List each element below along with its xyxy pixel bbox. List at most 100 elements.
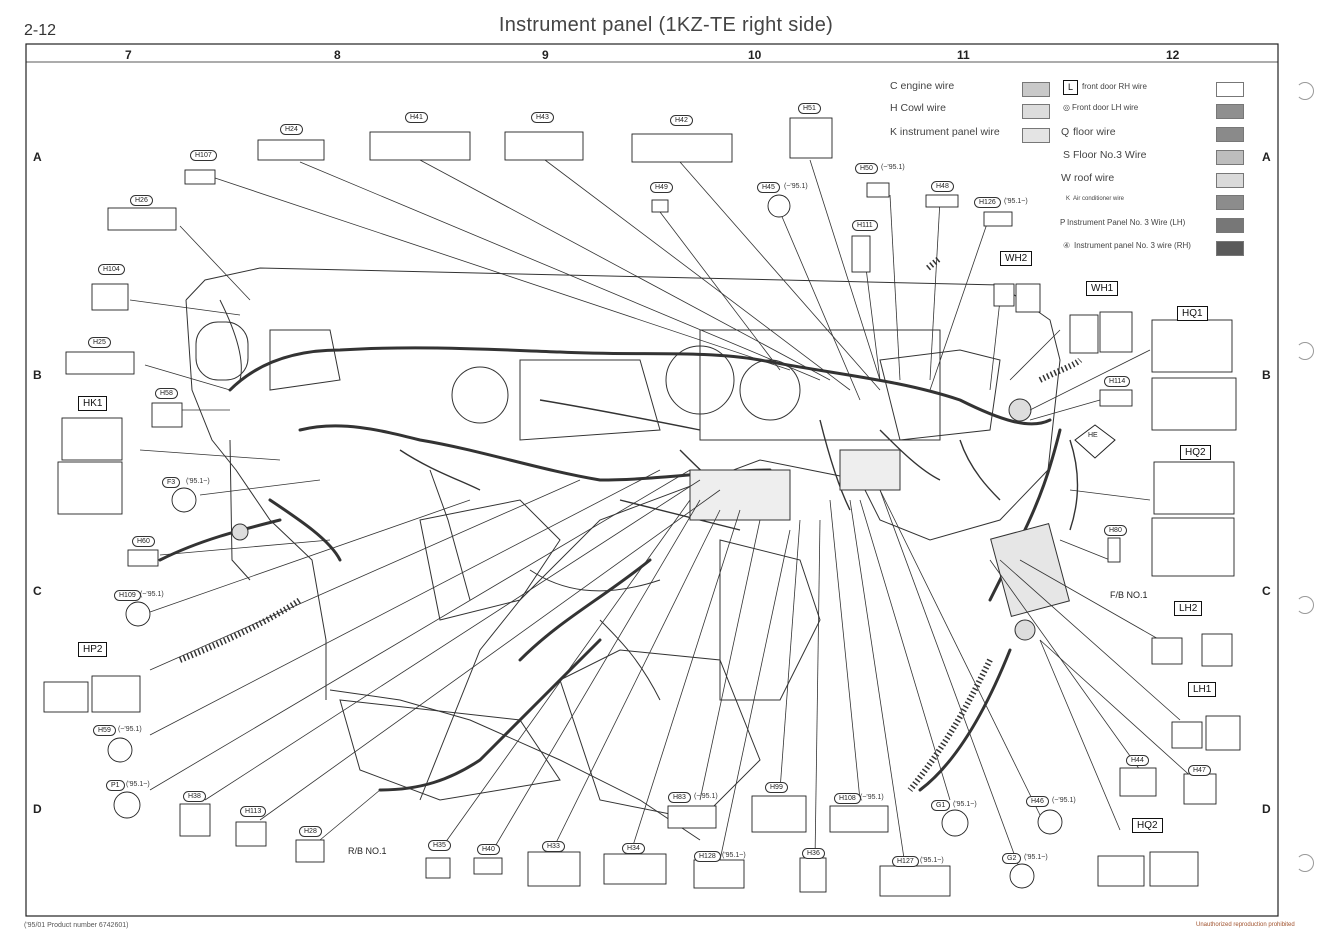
row-label: B	[1262, 368, 1271, 382]
connector-label-h28: H28	[299, 826, 322, 837]
binder-hole	[1296, 596, 1314, 614]
relay-cluster	[839, 449, 901, 491]
connector-note: (~'95.1)	[881, 164, 905, 171]
legend-label: H Cowl wire	[890, 102, 947, 114]
column-label: 10	[748, 48, 762, 62]
connector-note: ('95.1~)	[186, 478, 210, 485]
legend-label: Front door LH wire	[1072, 103, 1139, 112]
binder-hole	[1296, 854, 1314, 872]
connector-label-lh1: LH1	[1188, 682, 1217, 697]
legend-label: front door RH wire	[1082, 82, 1147, 91]
legend-prefix: W	[1061, 172, 1071, 184]
connector-label-h80: H80	[1104, 525, 1127, 536]
column-label: 12	[1166, 48, 1180, 62]
legend-label: Floor No.3 Wire	[1073, 149, 1147, 161]
legend-swatch	[1216, 104, 1244, 119]
connector-label-h42: H42	[670, 115, 693, 126]
legend-label: Instrument Panel No. 3 Wire (LH)	[1067, 218, 1186, 227]
legend-prefix: P	[1060, 218, 1066, 227]
connector-label-h83: H83	[668, 792, 691, 803]
grommet	[231, 523, 249, 541]
connector-label-h128: H128	[694, 851, 721, 862]
connector-label-h46: H46	[1026, 796, 1049, 807]
fuse-block-label: F/B NO.1	[1110, 590, 1148, 600]
connector-label-wh1: WH1	[1086, 281, 1119, 296]
he-marker	[1074, 424, 1116, 459]
connector-label-h48: H48	[931, 181, 954, 192]
connector-label-h113: H113	[240, 806, 267, 817]
footer-product-number: ('95/01 Product number 6742601)	[24, 922, 129, 929]
connector-label-hq2-lower: HQ2	[1132, 818, 1163, 833]
column-label: 7	[125, 48, 132, 62]
connector-label-h114: H114	[1104, 376, 1131, 387]
legend-swatch	[1216, 127, 1244, 142]
column-label: 8	[334, 48, 341, 62]
legend-prefix: S	[1063, 149, 1071, 161]
row-label: C	[33, 584, 42, 598]
he-marker-label: HE	[1088, 432, 1098, 439]
row-label: A	[33, 150, 42, 164]
legend-swatch	[1216, 82, 1244, 97]
legend-prefix: L	[1063, 80, 1079, 95]
connector-note: ('95.1~)	[722, 852, 746, 859]
connector-label-h49: H49	[650, 182, 673, 193]
connector-label-wh2: WH2	[1000, 251, 1033, 266]
connector-label-h35: H35	[428, 840, 451, 851]
connector-note: ('95.1~)	[953, 801, 977, 808]
legend-swatch	[1216, 173, 1244, 188]
connector-label-h60: H60	[132, 536, 155, 547]
legend-label: Air conditioner wire	[1073, 196, 1125, 202]
relay-block-label: R/B NO.1	[348, 846, 387, 856]
legend-swatch	[1022, 82, 1050, 97]
connector-label-h34: H34	[622, 843, 645, 854]
legend-swatch	[1216, 195, 1244, 210]
connector-note: (~'95.1)	[140, 591, 164, 598]
row-label: A	[1262, 150, 1271, 164]
row-label: D	[33, 802, 42, 816]
legend-label: K instrument panel wire	[890, 126, 1000, 138]
binder-hole	[1296, 82, 1314, 100]
connector-label-hp2: HP2	[78, 642, 108, 657]
legend-label: C engine wire	[890, 80, 955, 92]
legend-prefix: K	[1066, 196, 1071, 202]
connector-note: (~'95.1)	[1052, 797, 1076, 804]
connector-note: (~'95.1)	[860, 794, 884, 801]
connector-label-h59: H59	[93, 725, 116, 736]
connector-label-h109: H109	[114, 590, 141, 601]
connector-label-h45: H45	[757, 182, 780, 193]
legend-label: roof wire	[1074, 172, 1115, 184]
connector-label-h25: H25	[88, 337, 111, 348]
binder-hole	[1296, 342, 1314, 360]
connector-label-h51: H51	[798, 103, 821, 114]
legend-prefix: ④	[1063, 241, 1071, 250]
connector-label-h47: H47	[1188, 765, 1211, 776]
legend-swatch	[1216, 241, 1244, 256]
connector-label-h40: H40	[477, 844, 500, 855]
connector-label-h107: H107	[190, 150, 217, 161]
page-number: 2-12	[24, 22, 57, 39]
leader-lines	[129, 159, 1196, 871]
connector-label-g2: G2	[1002, 853, 1022, 864]
connector-label-h58: H58	[155, 388, 178, 399]
grommet	[1008, 398, 1032, 422]
connector-label-h33: H33	[542, 841, 565, 852]
connector-label-h126: H126	[974, 197, 1001, 208]
diagram-frame	[25, 43, 1279, 917]
connector-label-h104: H104	[98, 264, 125, 275]
footer-notice: Unauthorized reproduction prohibited	[1196, 922, 1295, 928]
connector-label-g1: G1	[931, 800, 951, 811]
connector-label-h108: H108	[834, 793, 861, 804]
connector-label-h111: H111	[852, 220, 878, 231]
row-label: C	[1262, 584, 1271, 598]
connector-label-h24: H24	[280, 124, 303, 135]
connector-label-lh2: LH2	[1174, 601, 1203, 616]
relay-block	[689, 469, 791, 521]
legend-label: floor wire	[1073, 126, 1116, 138]
connector-note: (~'95.1)	[694, 793, 718, 800]
row-label: B	[33, 368, 42, 382]
connector-note: ('95.1~)	[1024, 854, 1048, 861]
grommet	[1014, 619, 1036, 641]
gauge-left	[195, 321, 249, 381]
